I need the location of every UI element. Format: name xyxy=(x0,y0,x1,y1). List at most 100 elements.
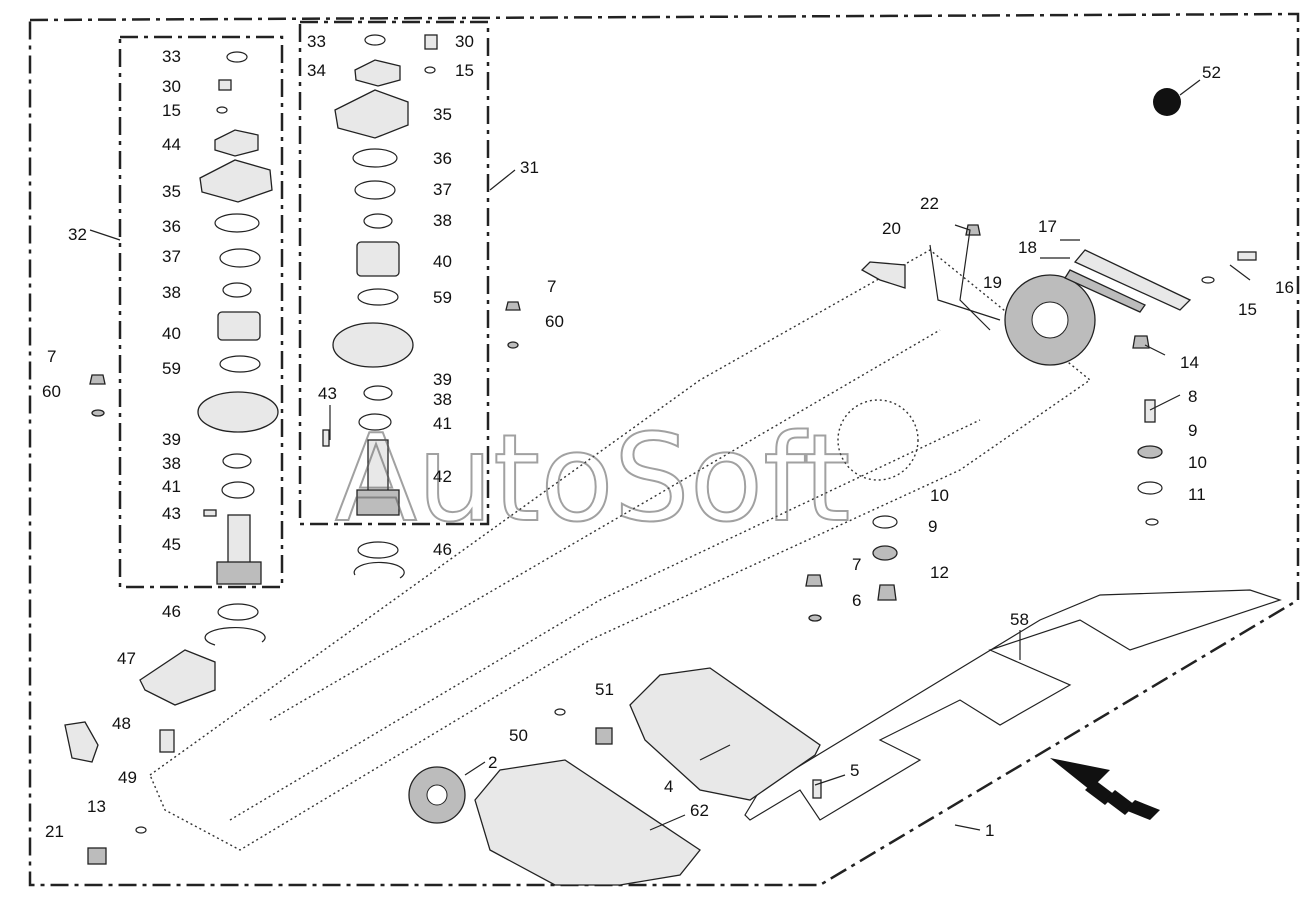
callout-38-left-b: 38 xyxy=(162,454,181,473)
callout-52: 52 xyxy=(1202,63,1221,82)
part-20 xyxy=(860,261,906,289)
callout-7-left: 7 xyxy=(47,347,56,366)
part-59-left xyxy=(219,355,261,373)
part-7-a xyxy=(505,301,521,311)
callout-33-left: 33 xyxy=(162,47,181,66)
part-41-center xyxy=(358,413,392,431)
part-51 xyxy=(595,727,613,745)
callout-60-left: 60 xyxy=(42,382,61,401)
part-30-center xyxy=(424,34,438,50)
guard-4 xyxy=(629,667,821,801)
part-15-center xyxy=(424,66,436,74)
part-40-left xyxy=(217,311,261,341)
callout-7-center: 7 xyxy=(547,277,556,296)
callout-45: 45 xyxy=(162,535,181,554)
part-43-left xyxy=(203,509,217,517)
part-13 xyxy=(135,826,147,834)
part-48 xyxy=(159,729,175,753)
part-9-mid xyxy=(872,545,898,561)
part-49 xyxy=(64,721,99,763)
gear-2-hub xyxy=(426,784,448,806)
callout-15-center: 15 xyxy=(455,61,474,80)
callout-21: 21 xyxy=(45,822,64,841)
part-5 xyxy=(812,779,822,799)
callout-39-left: 39 xyxy=(162,430,181,449)
callout-62: 62 xyxy=(690,801,709,820)
callout-46-left: 46 xyxy=(162,602,181,621)
part-60-b xyxy=(91,409,105,417)
part-10-mid xyxy=(872,515,898,529)
part-39-center xyxy=(332,322,414,368)
part-33-center xyxy=(364,34,386,46)
callout-35-left: 35 xyxy=(162,182,181,201)
part-35-center xyxy=(334,89,409,139)
callout-59-center: 59 xyxy=(433,288,452,307)
callout-10-right: 10 xyxy=(1188,453,1207,472)
callout-30-center: 30 xyxy=(455,32,474,51)
part-10-right xyxy=(1137,481,1163,495)
part-47 xyxy=(139,649,216,706)
callout-8: 8 xyxy=(1188,387,1197,406)
part-39-left xyxy=(197,391,279,433)
skid-plate-58 xyxy=(744,589,1282,821)
part-6 xyxy=(808,614,822,622)
part-15-right xyxy=(1201,276,1215,284)
black-dot-marker-icon xyxy=(1153,88,1181,116)
outer-frame xyxy=(28,12,1300,887)
part-42-gear xyxy=(356,489,400,516)
gear-bar xyxy=(837,399,919,481)
part-46-center xyxy=(357,541,399,559)
guard-62 xyxy=(474,759,701,886)
callout-38-center-b: 38 xyxy=(433,390,452,409)
rotation-arrow-icon xyxy=(204,626,266,646)
part-7-c xyxy=(805,574,823,587)
part-59-center xyxy=(357,288,399,306)
part-33-left xyxy=(226,51,248,63)
callout-13: 13 xyxy=(87,797,106,816)
part-44 xyxy=(214,129,259,157)
callout-39-center: 39 xyxy=(433,370,452,389)
part-35-left xyxy=(199,159,273,203)
callout-46-center: 46 xyxy=(433,540,452,559)
part-40-center xyxy=(356,241,400,277)
part-11 xyxy=(1145,518,1159,526)
part-38-center-b xyxy=(363,385,393,401)
callout-48: 48 xyxy=(112,714,131,733)
watermark-text: AutoSoft xyxy=(335,410,850,549)
callout-11: 11 xyxy=(1188,485,1206,504)
callout-17: 17 xyxy=(1038,217,1057,236)
callout-59-left: 59 xyxy=(162,359,181,378)
callout-7-right: 7 xyxy=(852,555,861,574)
leader-lines xyxy=(89,79,1251,831)
part-37-left xyxy=(219,248,261,268)
part-7-b xyxy=(89,374,106,385)
part-37-center xyxy=(354,180,396,200)
callout-37-center: 37 xyxy=(433,180,452,199)
part-43-center xyxy=(322,429,330,447)
callout-6: 6 xyxy=(852,591,861,610)
part-34 xyxy=(354,59,401,87)
callout-15-right: 15 xyxy=(1238,300,1257,319)
callout-30-left: 30 xyxy=(162,77,181,96)
callout-9-mid: 9 xyxy=(928,517,937,536)
part-50 xyxy=(554,708,566,716)
part-60-a xyxy=(507,341,519,349)
callout-2: 2 xyxy=(488,753,497,772)
callout-44: 44 xyxy=(162,135,181,154)
part-36-center xyxy=(352,148,398,168)
callout-20: 20 xyxy=(882,219,901,238)
callout-47: 47 xyxy=(117,649,136,668)
callout-12: 12 xyxy=(930,563,949,582)
part-21 xyxy=(87,847,107,865)
gear-19-hub xyxy=(1031,301,1069,339)
part-38-center-a xyxy=(363,213,393,229)
part-38-left-a xyxy=(222,282,252,298)
subassembly-box-32 xyxy=(118,35,284,589)
part-8 xyxy=(1144,399,1156,423)
subassembly-box-31 xyxy=(298,20,490,526)
callout-41-left: 41 xyxy=(162,477,181,496)
part-9-right xyxy=(1137,445,1163,459)
callout-14: 14 xyxy=(1180,353,1199,372)
callout-5: 5 xyxy=(850,761,859,780)
